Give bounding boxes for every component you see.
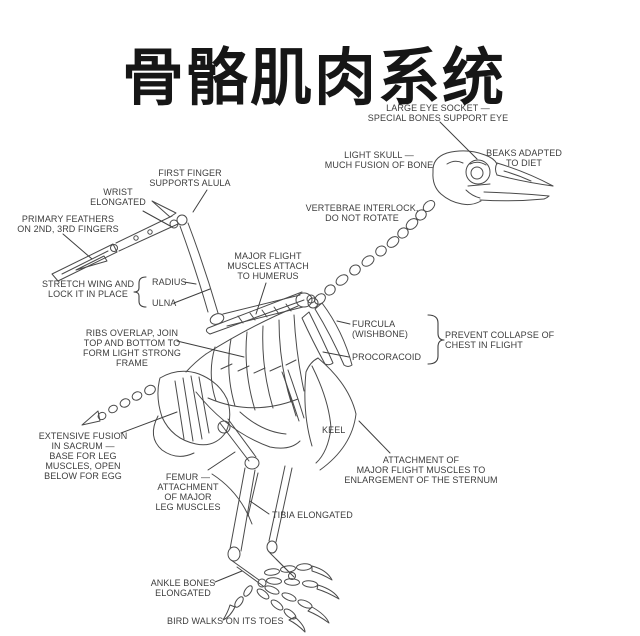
label-radius: RADIUS	[152, 277, 187, 287]
leader-radius	[184, 282, 196, 284]
tail-vertebra	[97, 411, 107, 421]
leader-humerus	[256, 283, 266, 314]
knee-joint	[245, 457, 259, 469]
nostril	[504, 171, 531, 181]
tail-vertebra	[107, 404, 118, 414]
rib	[211, 347, 216, 401]
toes	[223, 563, 339, 632]
label-large-eye-socket: LARGE EYE SOCKET — SPECIAL BONES SUPPORT…	[367, 103, 509, 123]
label-femur: FEMUR — ATTACHMENT OF MAJOR LEG MUSCLES	[155, 472, 221, 512]
upper-beak	[497, 163, 553, 186]
leader-ulna	[174, 289, 210, 303]
leader-wrist	[143, 211, 172, 227]
tail-vertebra	[131, 390, 143, 401]
sternum-keel-group	[196, 358, 356, 470]
label-furcula: FURCULA (WISHBONE)	[352, 319, 408, 339]
label-first-finger: FIRST FINGER SUPPORTS ALULA	[149, 168, 231, 188]
label-wrist-elongated: WRIST ELONGATED	[90, 187, 146, 207]
tarsometatarsus	[231, 560, 259, 580]
hip-joint	[218, 421, 230, 433]
label-major-flight-muscles: MAJOR FLIGHT MUSCLES ATTACH TO HUMERUS	[227, 251, 309, 281]
furcula-procoracoid-group	[302, 298, 352, 367]
label-primary-feathers: PRIMARY FEATHERS ON 2ND, 3RD FINGERS	[17, 214, 119, 234]
alula-bone	[152, 201, 176, 217]
tail-vertebra	[143, 384, 157, 397]
leader-sternum	[359, 421, 390, 453]
finger-bones	[52, 244, 117, 281]
procoracoid-bone	[302, 312, 333, 365]
synsacrum	[158, 371, 230, 445]
tail-vertebra	[119, 397, 131, 408]
ulna-bone	[188, 223, 218, 313]
radius-bone	[180, 226, 208, 312]
femur-bone	[220, 423, 249, 461]
rib	[246, 332, 255, 410]
leader-procoracoid	[323, 352, 349, 357]
leader-lines-group	[63, 122, 477, 582]
spine-line	[206, 306, 298, 354]
keel-ridge	[312, 366, 331, 463]
label-vertebrae-interlock: VERTEBRAE INTERLOCK, DO NOT ROTATE	[305, 203, 419, 223]
label-ulna: ULNA	[152, 298, 177, 308]
rib	[294, 315, 304, 391]
claw	[308, 607, 329, 623]
sternum-edge	[318, 358, 356, 470]
leader-ankle	[215, 571, 242, 582]
ribcage-group	[186, 306, 304, 410]
leader-primary-feathers	[63, 234, 92, 259]
rib	[229, 339, 235, 406]
wing-group	[52, 201, 312, 326]
ankle-joint	[228, 547, 240, 561]
rib	[279, 320, 291, 402]
label-procoracoid: PROCORACOID	[352, 352, 422, 362]
neck-vertebrae-group	[313, 198, 437, 306]
leader-sacrum	[121, 412, 177, 433]
eye-socket	[466, 160, 490, 184]
claw	[317, 585, 339, 599]
claw	[223, 605, 235, 620]
leader-ribs	[177, 341, 244, 357]
braces-group	[134, 277, 444, 364]
shoulder-joint	[296, 293, 312, 307]
right-brace	[428, 315, 444, 364]
skull-group	[433, 151, 553, 205]
leader-eye-socket	[440, 122, 477, 159]
scapula-group	[206, 292, 315, 334]
label-attachment-sternum: ATTACHMENT OF MAJOR FLIGHT MUSCLES TO EN…	[344, 455, 498, 485]
claw	[289, 617, 305, 632]
leg-group	[212, 419, 339, 632]
label-ribs-overlap: RIBS OVERLAP, JOIN TOP AND BOTTOM TO FOR…	[82, 328, 182, 368]
label-light-skull: LIGHT SKULL — MUCH FUSION OF BONE	[324, 150, 434, 170]
furcula-bone	[315, 303, 352, 367]
tibia-bone	[230, 468, 245, 549]
label-bird-walks: BIRD WALKS ON ITS TOES	[167, 616, 284, 626]
leader-furcula	[337, 321, 350, 324]
label-stretch-wing: STRETCH WING AND LOCK IT IN PLACE	[41, 279, 135, 299]
label-keel: KEEL	[322, 425, 346, 435]
fibula-bone	[248, 473, 258, 516]
label-tibia-elongated: TIBIA ELONGATED	[272, 510, 353, 520]
rib	[263, 326, 273, 408]
label-prevent-collapse: PREVENT COLLAPSE OF CHEST IN FLIGHT	[445, 330, 555, 350]
page-title: 骨骼肌肉系统	[121, 44, 507, 113]
pygostyle	[82, 411, 100, 425]
claw	[312, 566, 332, 580]
leader-femur	[208, 452, 235, 470]
leader-first-finger	[193, 190, 207, 212]
wrist-joint	[177, 215, 187, 225]
label-ankle-bones: ANKLE BONES ELONGATED	[150, 578, 216, 598]
pelvis-group	[82, 371, 230, 456]
label-beaks-adapted: BEAKS ADAPTED TO DIET	[486, 148, 562, 168]
left-brace	[134, 277, 146, 307]
leader-tibia	[250, 501, 269, 514]
lower-beak	[484, 192, 549, 196]
label-extensive-fusion: EXTENSIVE FUSION IN SACRUM — BASE FOR LE…	[38, 431, 128, 481]
